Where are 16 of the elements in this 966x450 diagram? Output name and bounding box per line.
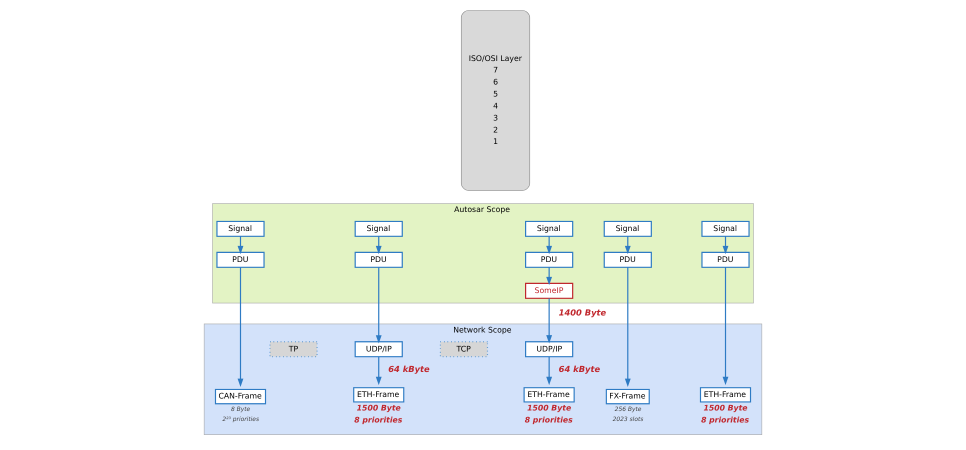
arrow bbox=[238, 236, 244, 254]
arrow bbox=[546, 236, 552, 254]
arrow bbox=[722, 267, 728, 386]
arrow bbox=[546, 298, 552, 344]
arrow bbox=[624, 267, 631, 387]
arrow bbox=[376, 356, 382, 386]
arrow bbox=[376, 236, 382, 254]
arrow bbox=[722, 236, 728, 254]
edge-label: 64 kByte bbox=[558, 364, 600, 374]
edge-label: 64 kByte bbox=[388, 364, 430, 374]
arrow bbox=[624, 236, 631, 254]
edge-label: 1400 Byte bbox=[558, 307, 606, 318]
arrow bbox=[546, 356, 552, 386]
arrow bbox=[376, 267, 382, 344]
arrow bbox=[238, 267, 244, 387]
arrow bbox=[546, 267, 552, 286]
